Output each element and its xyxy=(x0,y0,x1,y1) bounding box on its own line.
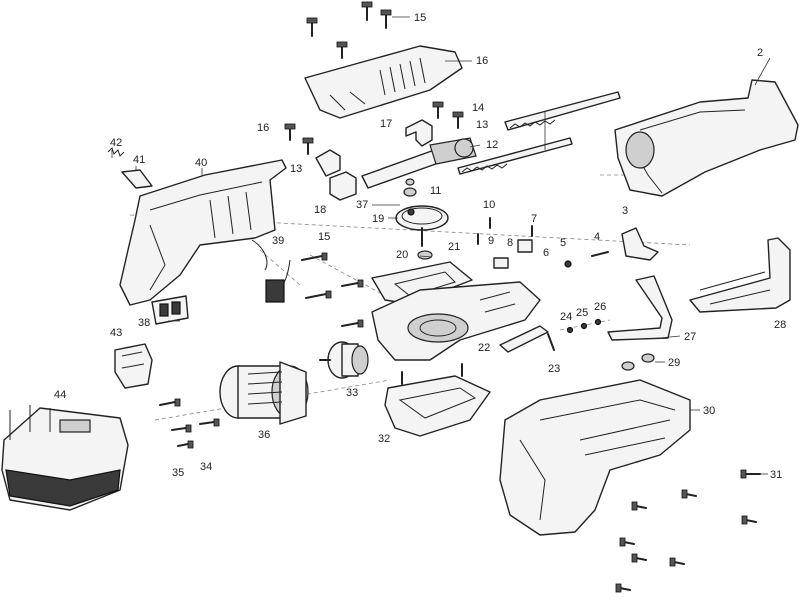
screws-right xyxy=(615,469,761,593)
label-12: 12 xyxy=(486,139,498,151)
label-14: 14 xyxy=(472,102,484,114)
label-10: 10 xyxy=(483,199,495,211)
part-plunger-shaft xyxy=(361,137,477,189)
screws-top xyxy=(306,1,410,59)
label-44: 44 xyxy=(54,389,66,401)
part-brackets xyxy=(315,119,433,201)
label-8: 8 xyxy=(507,237,513,249)
part-clamp-lever xyxy=(621,227,659,261)
part-battery xyxy=(1,405,129,511)
label-37: 37 xyxy=(356,199,368,211)
screws-upper-middle xyxy=(284,101,464,155)
label-16a: 16 xyxy=(476,55,488,67)
label-29: 29 xyxy=(668,357,680,369)
part-trigger-switch xyxy=(114,343,153,389)
part-lock-button xyxy=(107,147,153,189)
label-7: 7 xyxy=(531,213,537,225)
part-bottom-cover xyxy=(384,363,491,437)
label-27: 27 xyxy=(684,331,696,343)
part-top-cover xyxy=(304,45,463,119)
screws-middle xyxy=(301,252,364,328)
callout-leaders xyxy=(111,57,771,475)
small-parts xyxy=(477,217,655,371)
label-18: 18 xyxy=(314,204,326,216)
label-40: 40 xyxy=(195,157,207,169)
callout-labels: 2 3 4 5 6 7 8 9 10 11 12 13 13 14 15 15 … xyxy=(54,12,786,481)
label-16b: 16 xyxy=(257,122,269,134)
label-11: 11 xyxy=(430,185,441,197)
label-13a: 13 xyxy=(290,163,302,175)
label-21: 21 xyxy=(448,241,460,253)
label-35: 35 xyxy=(172,467,184,479)
label-23: 23 xyxy=(548,363,560,375)
part-shoe-bracket xyxy=(607,275,673,341)
part-wiring xyxy=(251,239,291,303)
label-24: 24 xyxy=(560,311,572,323)
part-left-housing xyxy=(119,159,287,306)
part-gearbox-housing xyxy=(371,281,541,361)
part-shoe xyxy=(689,237,791,313)
label-20: 20 xyxy=(396,249,408,261)
label-25: 25 xyxy=(576,307,588,319)
part-motor-coupling xyxy=(319,341,369,379)
label-2: 2 xyxy=(757,47,763,59)
label-22: 22 xyxy=(478,342,490,354)
label-34: 34 xyxy=(200,461,212,473)
label-4: 4 xyxy=(594,231,600,243)
label-41: 41 xyxy=(133,154,145,166)
label-30: 30 xyxy=(703,405,715,417)
label-5: 5 xyxy=(560,237,566,249)
part-lever xyxy=(499,325,555,353)
part-right-housing xyxy=(499,379,691,536)
label-15a: 15 xyxy=(414,12,426,24)
label-3: 3 xyxy=(622,205,628,217)
part-saw-blades xyxy=(457,91,621,175)
label-15b: 15 xyxy=(318,231,330,243)
label-28: 28 xyxy=(774,319,786,331)
label-6: 6 xyxy=(543,247,549,259)
label-13b: 13 xyxy=(476,119,488,131)
label-26: 26 xyxy=(594,301,606,313)
label-9: 9 xyxy=(488,235,494,247)
label-31: 31 xyxy=(770,469,782,481)
label-42: 42 xyxy=(110,137,122,149)
part-switch-connector xyxy=(151,295,189,325)
label-39: 39 xyxy=(272,235,284,247)
label-33: 33 xyxy=(346,387,358,399)
label-38: 38 xyxy=(138,317,150,329)
screws-motor xyxy=(159,398,220,449)
label-43: 43 xyxy=(110,327,122,339)
label-19: 19 xyxy=(372,213,384,225)
part-motor xyxy=(219,361,309,425)
label-36: 36 xyxy=(258,429,270,441)
label-17: 17 xyxy=(380,118,392,130)
part-nose-housing xyxy=(614,79,799,197)
label-32: 32 xyxy=(378,433,390,445)
